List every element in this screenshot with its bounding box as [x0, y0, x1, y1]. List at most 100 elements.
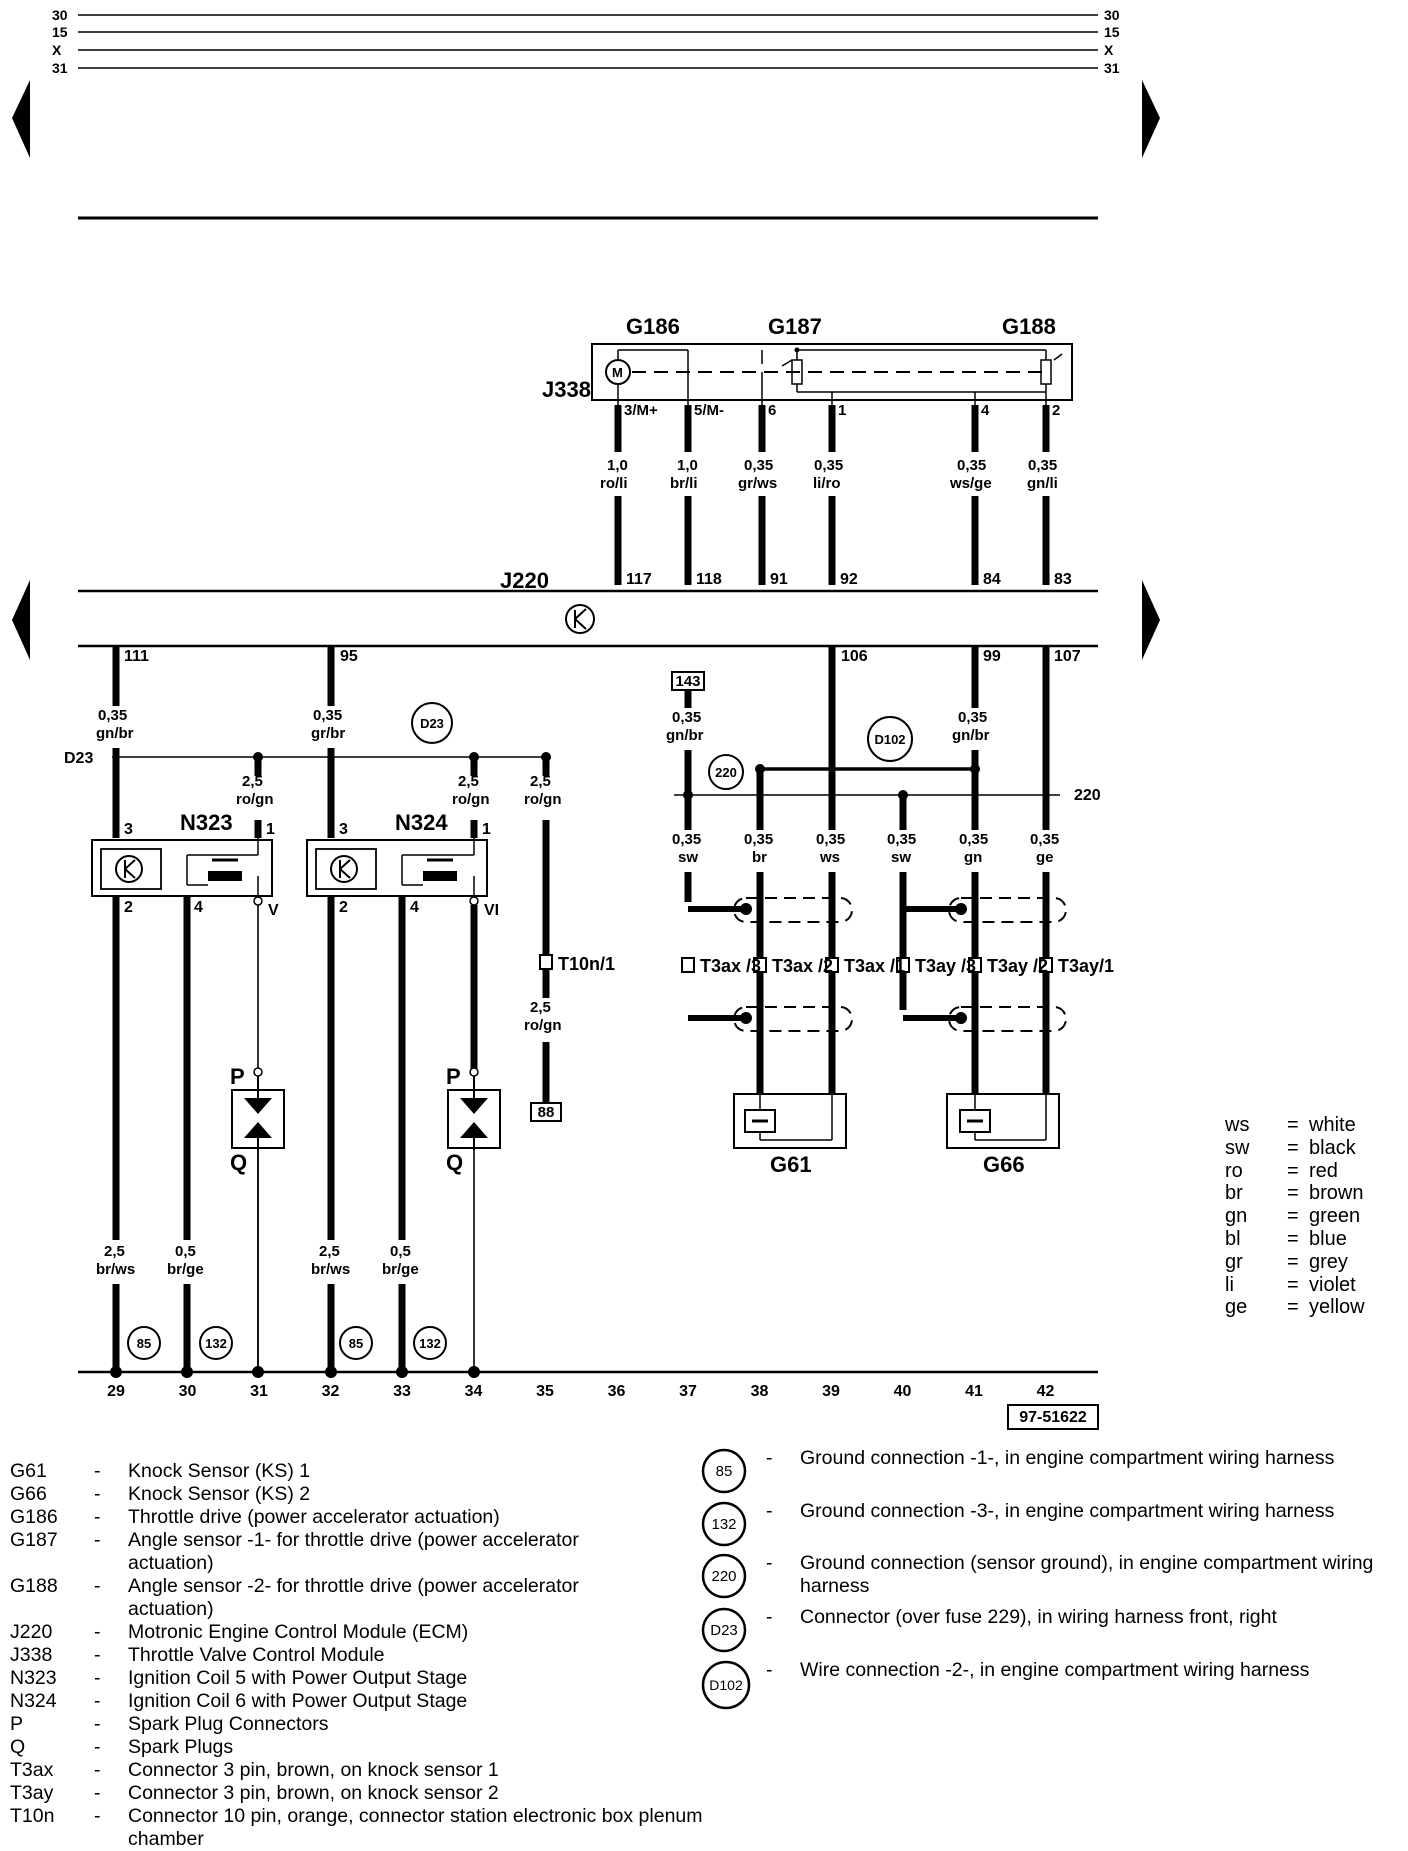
key-row: N324-Ignition Coil 6 with Power Output S… [10, 1690, 468, 1712]
ks-wire-1-color: sw [678, 849, 698, 866]
track-number: 35 [536, 1383, 554, 1400]
wire-118-color: br/li [670, 475, 698, 492]
gnd-wire-29-size: 2,5 [104, 1243, 125, 1260]
n323-coil [91, 838, 273, 897]
ks-wire-3-color: ws [819, 849, 840, 866]
ks-wire-1-size: 0,35 [672, 831, 701, 848]
legend-row: bl=blue [1225, 1227, 1347, 1250]
spark-plug-2 [447, 1067, 501, 1150]
wire-111-size: 0,35 [98, 707, 127, 724]
pin-3m: 3/M+ [624, 402, 658, 419]
label-n324: N324 [395, 810, 448, 835]
feed1-size: 2,5 [242, 773, 263, 790]
label-g186: G186 [626, 314, 680, 339]
label-g66: G66 [983, 1152, 1025, 1177]
box-88: 88 [530, 1102, 562, 1122]
wire-117-size: 1,0 [607, 457, 628, 474]
track-number: 34 [465, 1383, 483, 1400]
gnd-wire-29-color: br/ws [96, 1261, 135, 1278]
wire-117-color: ro/li [600, 475, 628, 492]
n324-coil [306, 838, 488, 897]
svg-text:D23: D23 [420, 716, 444, 731]
power-rails [78, 14, 1098, 69]
gnd-wire-30-color: br/ge [167, 1261, 204, 1278]
legend-row: gr=grey [1225, 1250, 1348, 1273]
ks-wire-5-size: 0,35 [959, 831, 988, 848]
key-row: T10n-Connector 10 pin, orange, connector… [10, 1805, 703, 1850]
svg-text:220: 220 [715, 765, 737, 780]
track-number: 36 [608, 1383, 626, 1400]
coil-output-wires [112, 896, 478, 1372]
rail-x-left: X [52, 42, 62, 58]
rail-30-left: 30 [52, 7, 68, 23]
n323-pin-1: 1 [266, 821, 275, 838]
rail-31-left: 31 [52, 60, 68, 76]
ks-wire-3-size: 0,35 [816, 831, 845, 848]
key-row: G187-Angle sensor -1- for throttle drive… [10, 1529, 579, 1574]
key-row: G186-Throttle drive (power accelerator a… [10, 1506, 500, 1528]
wire-118-size: 1,0 [677, 457, 698, 474]
key-row: T3ay-Connector 3 pin, brown, on knock se… [10, 1782, 499, 1804]
legend-row: sw=black [1225, 1136, 1356, 1159]
rail-30-right: 30 [1104, 7, 1120, 23]
wire-99-size: 0,35 [958, 709, 987, 726]
junction-dots [253, 752, 980, 1024]
wire-83-color: gn/li [1027, 475, 1058, 492]
track-number: 40 [894, 1383, 912, 1400]
conn-t3ax-1: T3ax /1 [844, 956, 905, 976]
key-row: N323-Ignition Coil 5 with Power Output S… [10, 1667, 468, 1689]
ground-85-b: 85 [339, 1326, 373, 1360]
label-j338: J338 [542, 377, 591, 402]
ecm-pin-91: 91 [770, 571, 788, 588]
lower-wires [112, 646, 1060, 1108]
ks-wire-2-color: br [752, 849, 767, 866]
label-g187: G187 [768, 314, 822, 339]
n323-pin-2: 2 [124, 899, 133, 916]
feed3-color: ro/gn [524, 791, 562, 808]
wire-95-color: gr/br [311, 725, 345, 742]
gnd-wire-32-size: 2,5 [319, 1243, 340, 1260]
conn-t3ay-3: T3ay /3 [915, 956, 976, 976]
track-number: 33 [393, 1383, 411, 1400]
key-row: G61-Knock Sensor (KS) 1 [10, 1460, 311, 1482]
wire-84-size: 0,35 [957, 457, 986, 474]
ecm-pin-92: 92 [840, 571, 858, 588]
ecm-pin-99: 99 [983, 648, 1001, 665]
wire-92-color: li/ro [813, 475, 841, 492]
pin-5m: 5/M- [694, 402, 724, 419]
conn-t3ay-1: T3ay/1 [1058, 956, 1114, 976]
legend-row: gn=green [1225, 1205, 1361, 1228]
track-number: 32 [322, 1383, 340, 1400]
d102-circle: D102 [867, 716, 913, 762]
gnd-wire-30-size: 0,5 [175, 1243, 196, 1260]
ground-132-a: 132 [199, 1326, 233, 1360]
svg-text:D102: D102 [874, 732, 905, 747]
n324-pin-3: 3 [339, 821, 348, 838]
j338-module: M [591, 343, 1073, 405]
conn-t3ay-2: T3ay /2 [987, 956, 1048, 976]
key-row: J220-Motronic Engine Control Module (ECM… [10, 1621, 469, 1643]
svg-text:88: 88 [538, 1104, 555, 1121]
legend-row: ro=red [1225, 1159, 1338, 1182]
next-page-arrow-top[interactable] [1142, 80, 1160, 158]
ecm-pin-107: 107 [1054, 648, 1081, 665]
prev-page-arrow-top[interactable] [12, 80, 30, 158]
ground-key-row: 85 -Ground connection -1-, in engine com… [700, 1447, 1408, 1494]
n323-pin-v: V [268, 902, 279, 919]
svg-text:132: 132 [205, 1336, 227, 1351]
ecm-pin-84: 84 [983, 571, 1001, 588]
pin-1: 1 [838, 402, 846, 419]
track-number: 29 [107, 1383, 125, 1400]
legend-row: li=violet [1225, 1273, 1356, 1296]
wire-84-color: ws/ge [949, 475, 992, 492]
rail-15-right: 15 [1104, 24, 1120, 40]
ecm-transistor-icon [565, 604, 595, 634]
pin-4: 4 [981, 402, 990, 419]
next-page-arrow-mid[interactable] [1142, 580, 1160, 660]
n323-pin-4: 4 [194, 899, 203, 916]
prev-page-arrow-mid[interactable] [12, 580, 30, 660]
ground-85-a: 85 [127, 1326, 161, 1360]
ground-key-row: D23 -Connector (over fuse 229), in wirin… [700, 1606, 1408, 1653]
